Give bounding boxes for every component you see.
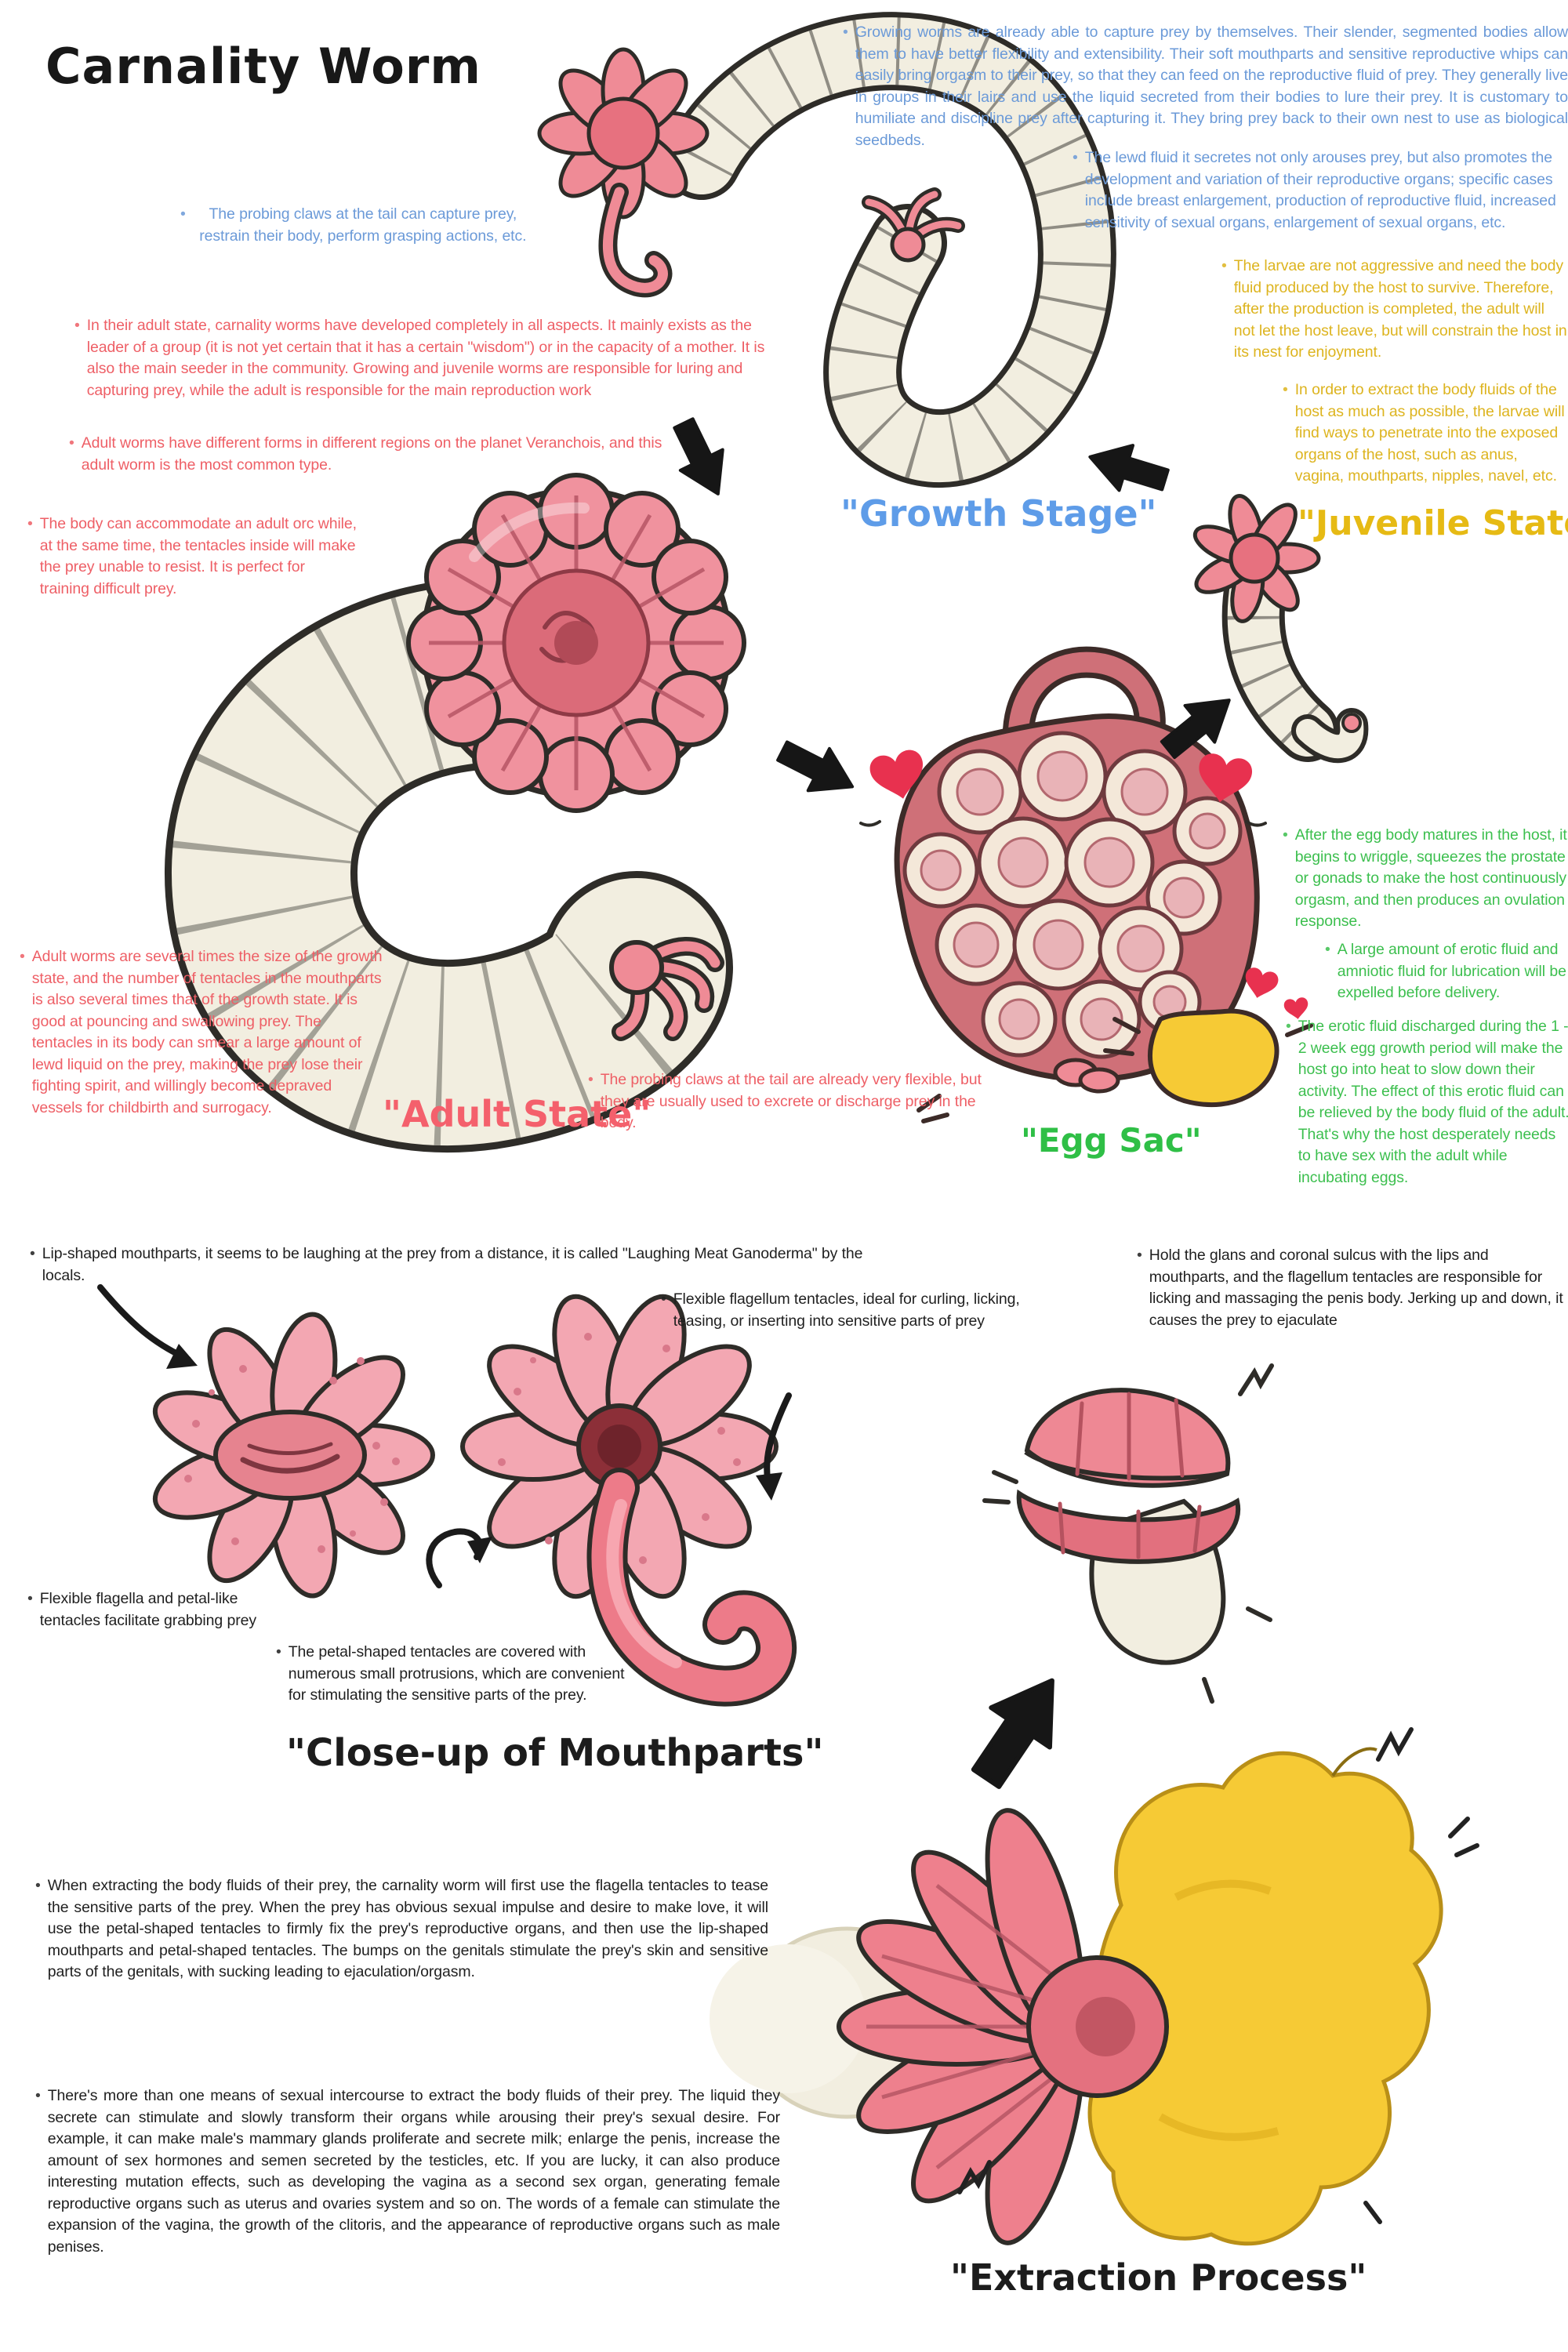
note-fluid-expelled: A large amount of erotic fluid and amnio… bbox=[1325, 939, 1568, 1004]
arrow-to-juvenile bbox=[1160, 699, 1231, 760]
probing-claw bbox=[862, 187, 965, 263]
tail-frill bbox=[537, 47, 710, 220]
note-tail-claws: The probing claws at the tail are alread… bbox=[588, 1069, 992, 1134]
adult-mouthpart-flower bbox=[406, 473, 746, 813]
egg-sac-illustration bbox=[894, 646, 1313, 1123]
extraction-process-illustration bbox=[710, 1727, 1479, 2246]
note-larvae: The larvae are not aggressive and need t… bbox=[1221, 256, 1568, 364]
page-title: Carnality Worm bbox=[45, 38, 481, 95]
note-intercourse-means: There's more than one means of sexual in… bbox=[35, 2085, 780, 2258]
label-egg-sac: "Egg Sac" bbox=[1021, 1121, 1202, 1160]
adult-tail-claw bbox=[609, 937, 724, 1041]
note-lip-mouthparts: Lip-shaped mouthparts, it seems to be la… bbox=[30, 1243, 877, 1287]
label-extraction-process: "Extraction Process" bbox=[950, 2256, 1367, 2299]
mouthpart-flower-tongue bbox=[460, 1294, 797, 1707]
label-closeup-mouthparts: "Close-up of Mouthparts" bbox=[286, 1731, 824, 1775]
note-adult-overview: In their adult state, carnality worms ha… bbox=[74, 315, 792, 401]
note-regional-forms: Adult worms have different forms in diff… bbox=[69, 433, 688, 476]
note-probing-claws: The probing claws at the tail can captur… bbox=[180, 204, 533, 247]
note-extraction-method: When extracting the body fluids of their… bbox=[35, 1875, 768, 1984]
juvenile-worm-illustration bbox=[1192, 494, 1369, 764]
note-erotic-fluid: The erotic fluid discharged during the 1… bbox=[1286, 1016, 1568, 1189]
note-body-capacity: The body can accommodate an adult orc wh… bbox=[27, 514, 357, 600]
note-adult-size: Adult worms are several times the size o… bbox=[20, 946, 384, 1119]
note-growth-behavior: Growing worms are already able to captur… bbox=[843, 22, 1568, 151]
label-adult-state: "Adult State" bbox=[383, 1093, 652, 1135]
annotation-arrows bbox=[97, 1284, 792, 1588]
host-blob bbox=[1148, 1008, 1279, 1108]
heart-icons bbox=[859, 750, 1308, 1019]
juvenile-mouthpart bbox=[1192, 494, 1321, 623]
gripping-mouthpart-illustration bbox=[982, 1363, 1274, 1704]
note-hold-glans: Hold the glans and coronal sulcus with t… bbox=[1137, 1245, 1568, 1331]
arrow-to-extraction bbox=[971, 1678, 1054, 1789]
note-larvae-extract: In order to extract the body fluids of t… bbox=[1283, 379, 1568, 488]
note-flagellum-tentacles: Flexible flagellum tentacles, ideal for … bbox=[661, 1289, 1029, 1332]
arrow-to-egg-sac bbox=[776, 740, 855, 793]
label-juvenile-state: "Juvenile State" bbox=[1298, 503, 1568, 543]
note-egg-matures: After the egg body matures in the host, … bbox=[1283, 825, 1568, 933]
arrow-to-growth bbox=[1088, 444, 1170, 492]
note-lewd-fluid: The lewd fluid it secretes not only arou… bbox=[1073, 147, 1568, 234]
label-growth-stage: "Growth Stage" bbox=[840, 492, 1157, 535]
note-petal-tentacles: The petal-shaped tentacles are covered w… bbox=[276, 1642, 644, 1707]
mouthpart-flower-closed bbox=[152, 1312, 435, 1599]
note-flagella-grab: Flexible flagella and petal-like tentacl… bbox=[27, 1588, 278, 1632]
flow-arrows bbox=[673, 417, 1231, 1789]
egg-sac-protrusion bbox=[1053, 1058, 1120, 1094]
